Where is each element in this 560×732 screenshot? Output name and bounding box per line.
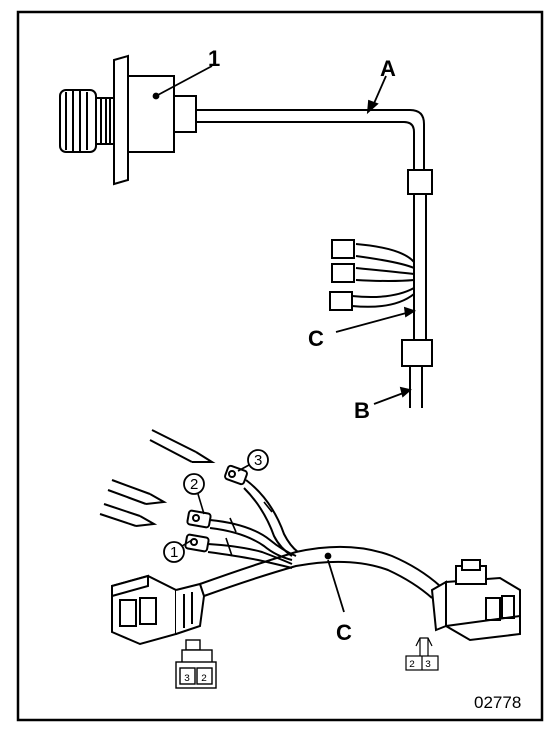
callout-1: 1 [170,544,178,561]
wire-b [409,366,423,408]
callout-circle-2 [183,473,205,495]
right-pinout [405,637,439,671]
spade-terminals-top [329,239,355,311]
right-connector [430,559,521,642]
callout-circle-1 [163,541,185,563]
wire-a [196,109,425,172]
right-pin-3: 3 [425,660,431,671]
callout-3: 3 [254,452,262,469]
harness-c-branches [351,243,415,308]
leader-line-bottom [324,552,345,613]
terminal-wires [207,479,299,569]
upper-sleeve [407,169,433,195]
label-wire-b: B [354,398,370,423]
leader-lines-top [152,65,417,405]
left-pin-2: 2 [201,674,207,685]
switch-assembly [59,54,197,186]
figure-code: 02778 [474,693,521,712]
callout-circle-3 [247,449,269,471]
left-pin-3: 3 [184,674,190,685]
probe-wires [99,429,216,527]
callout-2: 2 [190,476,198,493]
label-part-1: 1 [208,46,220,71]
terminal-callouts [163,449,269,563]
right-pin-2: 2 [409,660,415,671]
harness-c-bottom [199,545,441,599]
wire-clips [225,501,273,557]
left-pinout [175,639,217,689]
left-connector [111,574,206,646]
lower-sleeve [401,339,433,367]
label-wire-a: A [380,56,396,81]
label-harness-c-bottom: C [336,620,352,645]
ring-terminals [184,464,248,553]
callout-leaders [181,464,250,547]
label-harness-c-top: C [308,326,324,351]
